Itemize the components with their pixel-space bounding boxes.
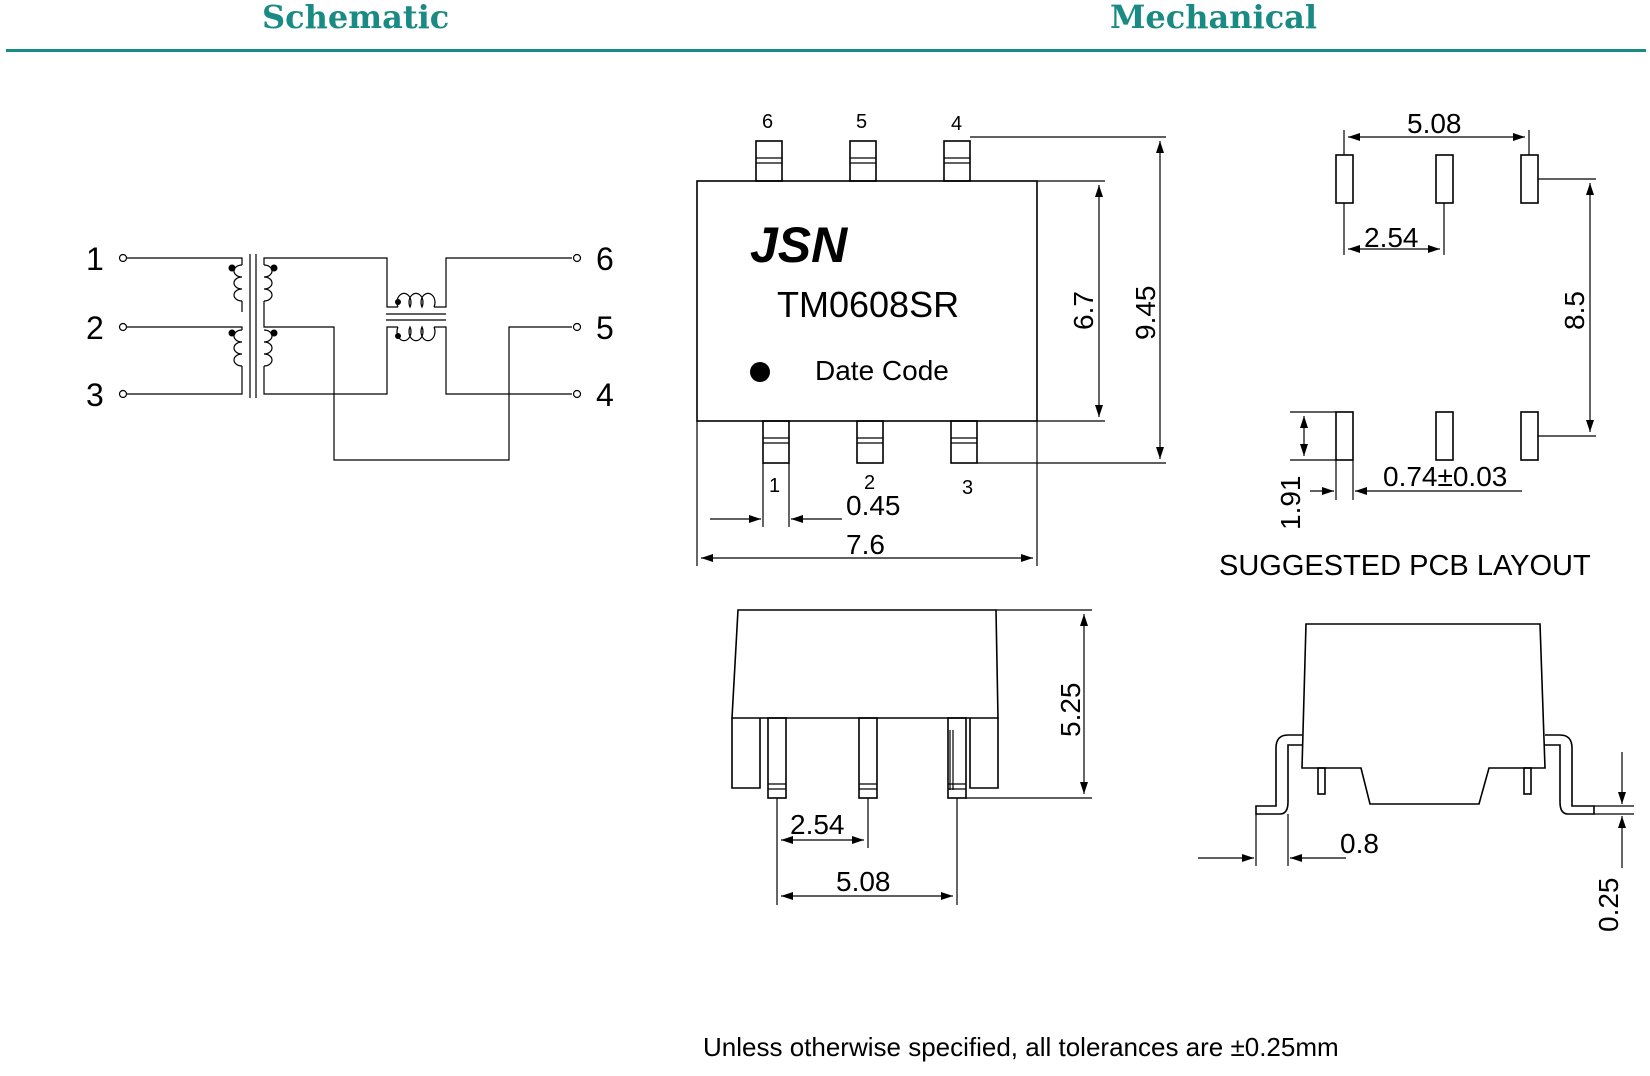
mechanical-section-title: Mechanical: [1110, 0, 1318, 36]
pin-label-4: 4: [596, 377, 614, 413]
dim-height: 5.25: [1055, 683, 1086, 738]
dim-body-width: 7.6: [846, 529, 885, 560]
gull-wing-lead-right: [1545, 734, 1595, 815]
pcb-layout-title: SUGGESTED PCB LAYOUT: [1219, 550, 1591, 582]
pin-3-lead: [950, 420, 978, 464]
bottom-pin-label-3: 3: [962, 477, 973, 499]
pin-label-6: 6: [596, 241, 614, 277]
dim-overall-height: 9.45: [1130, 286, 1161, 341]
pcb-pad: [1335, 154, 1354, 204]
front-view-lead: [767, 717, 787, 799]
part-number-label: TM0608SR: [777, 284, 959, 325]
pin-6-terminal: [572, 253, 582, 263]
header-divider: [6, 49, 1646, 52]
front-view-body: [731, 609, 999, 719]
pin-label-2: 2: [86, 310, 104, 346]
date-code-label: Date Code: [815, 355, 949, 386]
top-pin-label-4: 4: [951, 113, 962, 135]
brand-logo: JSN: [750, 217, 848, 273]
side-view-drawing: 0.8 0.25: [1198, 623, 1634, 933]
dim-pad-row-span: 5.08: [1407, 108, 1462, 139]
schematic-section-title: Schematic: [262, 0, 450, 36]
choke-winding: [396, 292, 436, 342]
pin-label-1: 1: [86, 241, 104, 277]
pin-6-lead: [755, 140, 783, 182]
pin-label-5: 5: [596, 310, 614, 346]
dim-lead-thickness: 0.25: [1593, 878, 1624, 933]
gull-wing-lead-left: [1255, 734, 1302, 815]
pcb-pad: [1435, 411, 1454, 461]
dim-lead-width: 0.45: [846, 490, 901, 521]
schematic-diagram: 1 2 3 6 5 4: [86, 241, 614, 461]
dim-pad-pitch: 2.54: [1364, 222, 1419, 253]
polarity-dot: [228, 264, 236, 272]
pin-4-lead: [943, 140, 971, 182]
pcb-layout-drawing: 5.08 2.54 8.5 1.91 0.74±0.03 SUGGESTED P…: [1219, 108, 1596, 582]
top-view-drawing: 6 5 4 1 2 3 JSN TM0608SR Date Code 6.7 9…: [696, 111, 1166, 566]
pin-1-indicator-dot: [750, 362, 770, 382]
pin-3-terminal: [118, 389, 128, 399]
dim-pad-width: 0.74±0.03: [1383, 461, 1507, 492]
pin-5-lead: [849, 140, 877, 182]
pin-2-lead: [856, 420, 884, 464]
dim-pad-length: 1.91: [1275, 476, 1306, 531]
tolerance-note: Unless otherwise specified, all toleranc…: [703, 1032, 1339, 1062]
pin-label-3: 3: [86, 377, 104, 413]
top-pin-label-6: 6: [762, 111, 773, 133]
pcb-pad: [1520, 154, 1539, 204]
top-pin-label-5: 5: [856, 111, 867, 133]
pin-2-terminal: [118, 322, 128, 332]
pin-1-lead: [762, 420, 790, 464]
pin-4-terminal: [572, 389, 582, 399]
pin-1-terminal: [118, 253, 128, 263]
dim-body-height: 6.7: [1068, 291, 1099, 330]
dim-foot-length: 0.8: [1340, 828, 1379, 859]
pcb-pad: [1520, 411, 1539, 461]
dim-lead-pitch: 2.54: [790, 809, 845, 840]
pcb-pad: [1335, 411, 1354, 461]
bottom-pin-label-2: 2: [864, 472, 875, 494]
front-view-lead: [858, 717, 878, 799]
front-view-lead: [947, 717, 967, 799]
dim-pad-row-distance: 8.5: [1559, 291, 1590, 330]
secondary-winding: [263, 264, 273, 367]
front-view-drawing: 5.25 2.54 5.08: [731, 609, 1092, 905]
pin-5-terminal: [572, 322, 582, 332]
bottom-pin-label-1: 1: [769, 475, 780, 497]
dim-lead-span: 5.08: [836, 866, 891, 897]
primary-winding: [233, 264, 243, 367]
side-view-body: [1301, 623, 1546, 805]
pcb-pad: [1435, 154, 1454, 204]
